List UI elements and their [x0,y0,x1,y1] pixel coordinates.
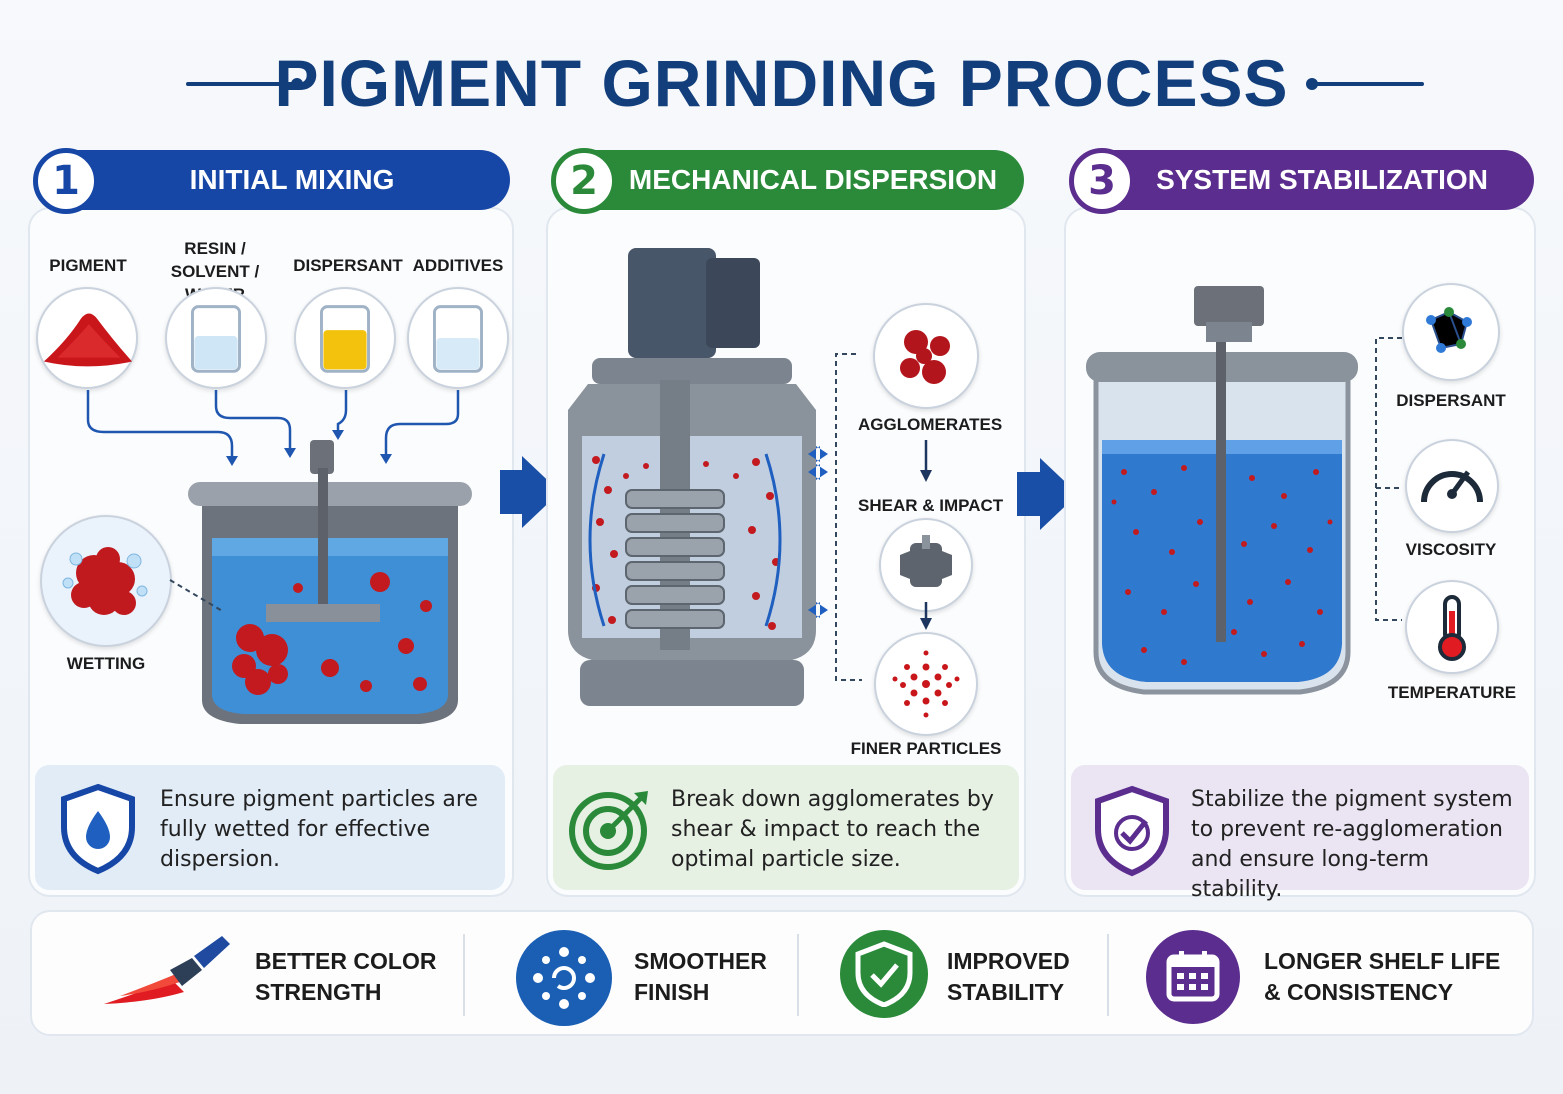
feed-arrows [86,390,460,466]
ingredient-label-pigment: PIGMENT [49,256,127,275]
ingredient-label-dispersant: DISPERSANT [293,256,403,275]
additives-beaker-icon [407,287,509,389]
down-arrow-1 [920,440,932,482]
mixing-tank [188,440,472,724]
factor-brackets [1375,337,1402,621]
step-2-number: 2 [551,148,617,214]
rotor-icon [879,518,973,612]
step-2-title: MECHANICAL DISPERSION [628,164,998,195]
benefit-divider-2 [797,934,799,1016]
benefit-3-text: IMPROVED STABILITY [947,948,1070,1005]
particles-icon [516,930,612,1026]
finer-particles-label: FINER PARTICLES [850,739,1002,758]
flow-arrow-1-shaft [500,470,526,514]
step-2-description: Break down agglomerates by shear & impac… [671,787,994,872]
benefit-1-text: BETTER COLOR STRENGTH [255,948,437,1005]
stabilization-tank [1086,286,1358,695]
paintbrush-icon [104,936,230,1004]
stage-brackets [808,353,862,681]
step-3-description: Stabilize the pigment system to prevent … [1191,787,1513,902]
title-rule-left [186,82,298,86]
flow-arrow-2-shaft [1017,472,1043,516]
factor-label-temperature: TEMPERATURE [1387,683,1517,702]
finer-particles-icon [874,632,978,736]
step-1-title: INITIAL MIXING [189,164,395,195]
step-1-header: INITIAL MIXING [34,150,510,210]
calendar-icon [1146,930,1240,1024]
shear-impact-label: SHEAR & IMPACT [858,496,1004,515]
thermometer-icon [1405,580,1499,674]
factor-label-viscosity: VISCOSITY [1405,540,1497,559]
wetting-label: WETTING [66,654,146,673]
gauge-icon [1405,439,1499,533]
page-title: PIGMENT GRINDING PROCESS [274,46,1289,120]
down-arrow-2 [920,602,932,630]
step-3-header: SYSTEM STABILIZATION [1070,150,1534,210]
wetting-leader [169,579,225,613]
step-3-title: SYSTEM STABILIZATION [1156,164,1488,195]
agglomerates-label: AGGLOMERATES [858,415,1003,434]
ingredient-label-additives: ADDITIVES [412,256,504,275]
benefit-divider-1 [463,934,465,1016]
dispersant-beaker-icon [294,287,396,389]
benefit-2-text: SMOOTHER FINISH [634,948,767,1005]
molecule-icon [1402,283,1500,381]
title-rule-dot-left [291,78,303,90]
step-3-number: 3 [1069,148,1135,214]
agglomerates-icon [873,303,979,409]
step-1-description: Ensure pigment particles are fully wette… [160,787,478,872]
benefit-divider-3 [1107,934,1109,1016]
step-1-number: 1 [33,148,99,214]
solvent-beaker-icon [165,287,267,389]
benefits-bar [30,910,1534,1036]
title-rule-dot-right [1306,78,1318,90]
wetting-particle-icon [40,515,172,647]
check-shield-icon [1095,785,1169,877]
step-2-header: MECHANICAL DISPERSION [552,150,1024,210]
target-icon [569,791,648,870]
pigment-powder-icon [36,287,138,389]
benefit-4-text: LONGER SHELF LIFE & CONSISTENCY [1264,948,1501,1005]
water-drop-shield-icon [61,783,135,875]
factor-label-dispersant: DISPERSANT [1396,391,1506,410]
shield-check-icon [840,930,928,1018]
title-rule-right [1312,82,1424,86]
bead-mill [568,248,816,706]
